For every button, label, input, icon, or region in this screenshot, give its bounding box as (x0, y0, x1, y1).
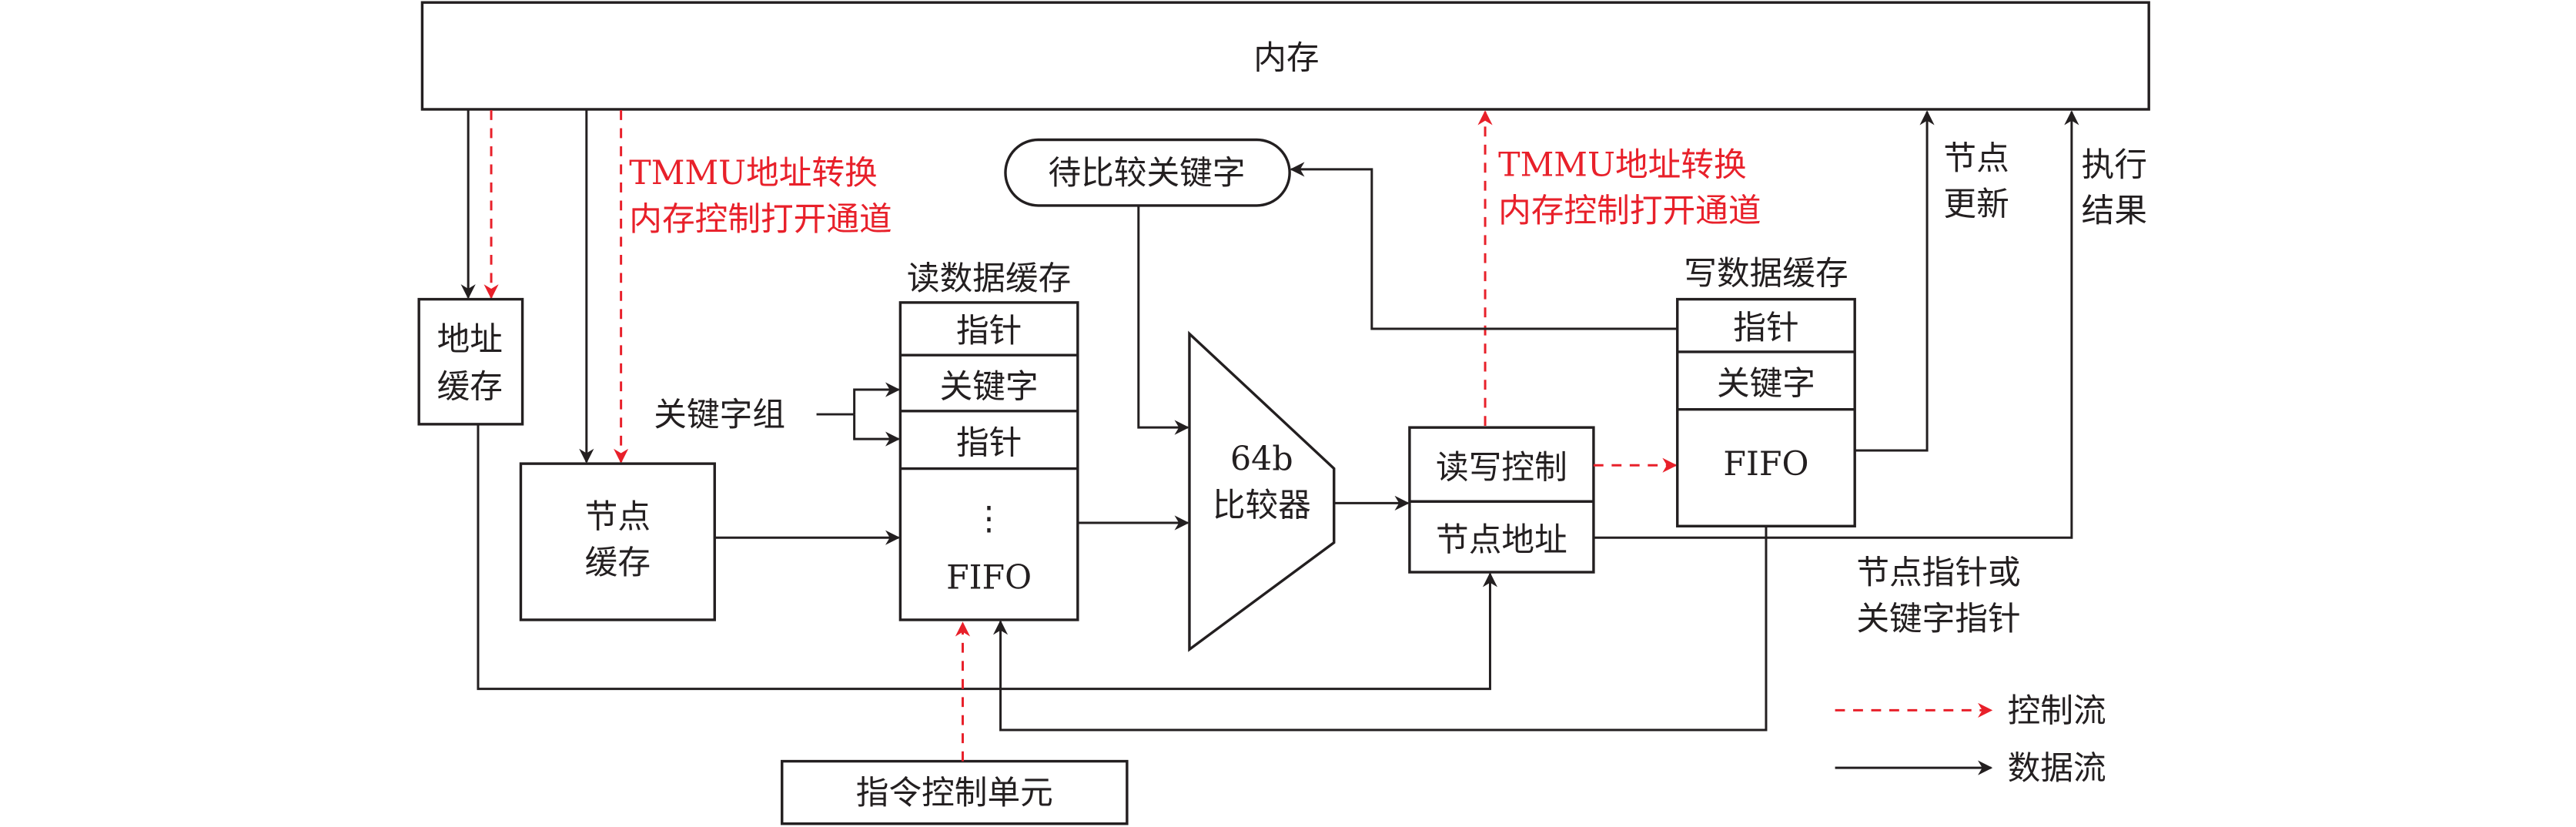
instruction-control-unit: 指令控制单元 (781, 759, 1129, 825)
address-cache-block: 地址 缓存 (417, 297, 524, 426)
address-cache-label-2: 缓存 (437, 368, 503, 407)
node-cache-label-2: 缓存 (585, 544, 651, 582)
read-buffer-block: 指针 关键字 指针 ⋮ FIFO (898, 301, 1079, 621)
instruction-unit-label: 指令控制单元 (856, 774, 1053, 812)
arrow-pending-key-to-comparator (1137, 205, 1189, 435)
tmmu-note-right-line1: TMMU地址转换 (1498, 146, 1747, 184)
exec-result-label-2: 结果 (2082, 192, 2147, 230)
write-buffer-block: 指针 关键字 FIFO (1676, 297, 1856, 527)
keyword-group-to-key (853, 382, 901, 415)
rw-control-label: 读写控制 (1436, 448, 1567, 487)
keyword-group-label: 关键字组 (654, 396, 785, 434)
write-buffer-row-pointer: 指针 (1733, 309, 1798, 347)
read-buffer-fifo: FIFO (946, 558, 1032, 597)
read-buffer-row-pointer-2: 指针 (956, 424, 1022, 462)
node-update-label-1: 节点 (1943, 139, 2009, 178)
read-buffer-title: 读数据缓存 (907, 259, 1071, 298)
arrow-address-cache-to-rw-control (477, 424, 1498, 691)
node-cache-block: 节点 缓存 (519, 462, 716, 621)
memory-label: 内存 (1253, 39, 1319, 78)
read-buffer-dots: ⋮ (972, 500, 1005, 538)
legend: 控制流 数据流 (1835, 691, 2106, 788)
arrow-node-update (1855, 110, 1935, 452)
memory-block: 内存 (420, 1, 2150, 111)
node-cache-label-1: 节点 (585, 497, 651, 536)
comparator-block: 64b 比较器 (1188, 330, 1336, 652)
address-cache-label-1: 地址 (437, 320, 503, 359)
write-buffer-row-key: 关键字 (1717, 364, 1815, 403)
read-buffer-row-pointer: 指针 (956, 312, 1022, 350)
node-pointer-note-1: 节点指针或 (1856, 554, 2020, 592)
node-address-label: 节点地址 (1436, 521, 1567, 559)
comparator-label-2: 比较器 (1213, 486, 1311, 524)
pending-key-label: 待比较关键字 (1048, 154, 1245, 193)
legend-data-flow-label: 数据流 (2008, 749, 2106, 788)
rw-control-block: 读写控制 节点地址 (1408, 426, 1595, 574)
comparator-label-1: 64b (1230, 440, 1293, 479)
arrow-write-pointer-to-pending-key (1290, 162, 1678, 330)
keyword-group-to-pointer (853, 414, 901, 447)
arrow-write-fifo-to-read-buffer (992, 526, 1768, 732)
write-buffer-title: 写数据缓存 (1684, 254, 1848, 293)
node-pointer-note-2: 关键字指针 (1856, 600, 2020, 638)
tmmu-note-left-line1: TMMU地址转换 (629, 154, 878, 193)
legend-control-flow-label: 控制流 (2008, 691, 2106, 730)
tmmu-note-left-line2: 内存控制打开通道 (629, 200, 892, 239)
pending-key-block: 待比较关键字 (1004, 138, 1291, 207)
tmmu-note-right-line2: 内存控制打开通道 (1498, 192, 1761, 230)
exec-result-label-1: 执行 (2082, 146, 2147, 184)
read-buffer-row-key: 关键字 (940, 368, 1039, 407)
write-buffer-fifo: FIFO (1723, 445, 1808, 484)
arrow-exec-result (1593, 110, 2079, 539)
node-update-label-2: 更新 (1943, 186, 2009, 224)
